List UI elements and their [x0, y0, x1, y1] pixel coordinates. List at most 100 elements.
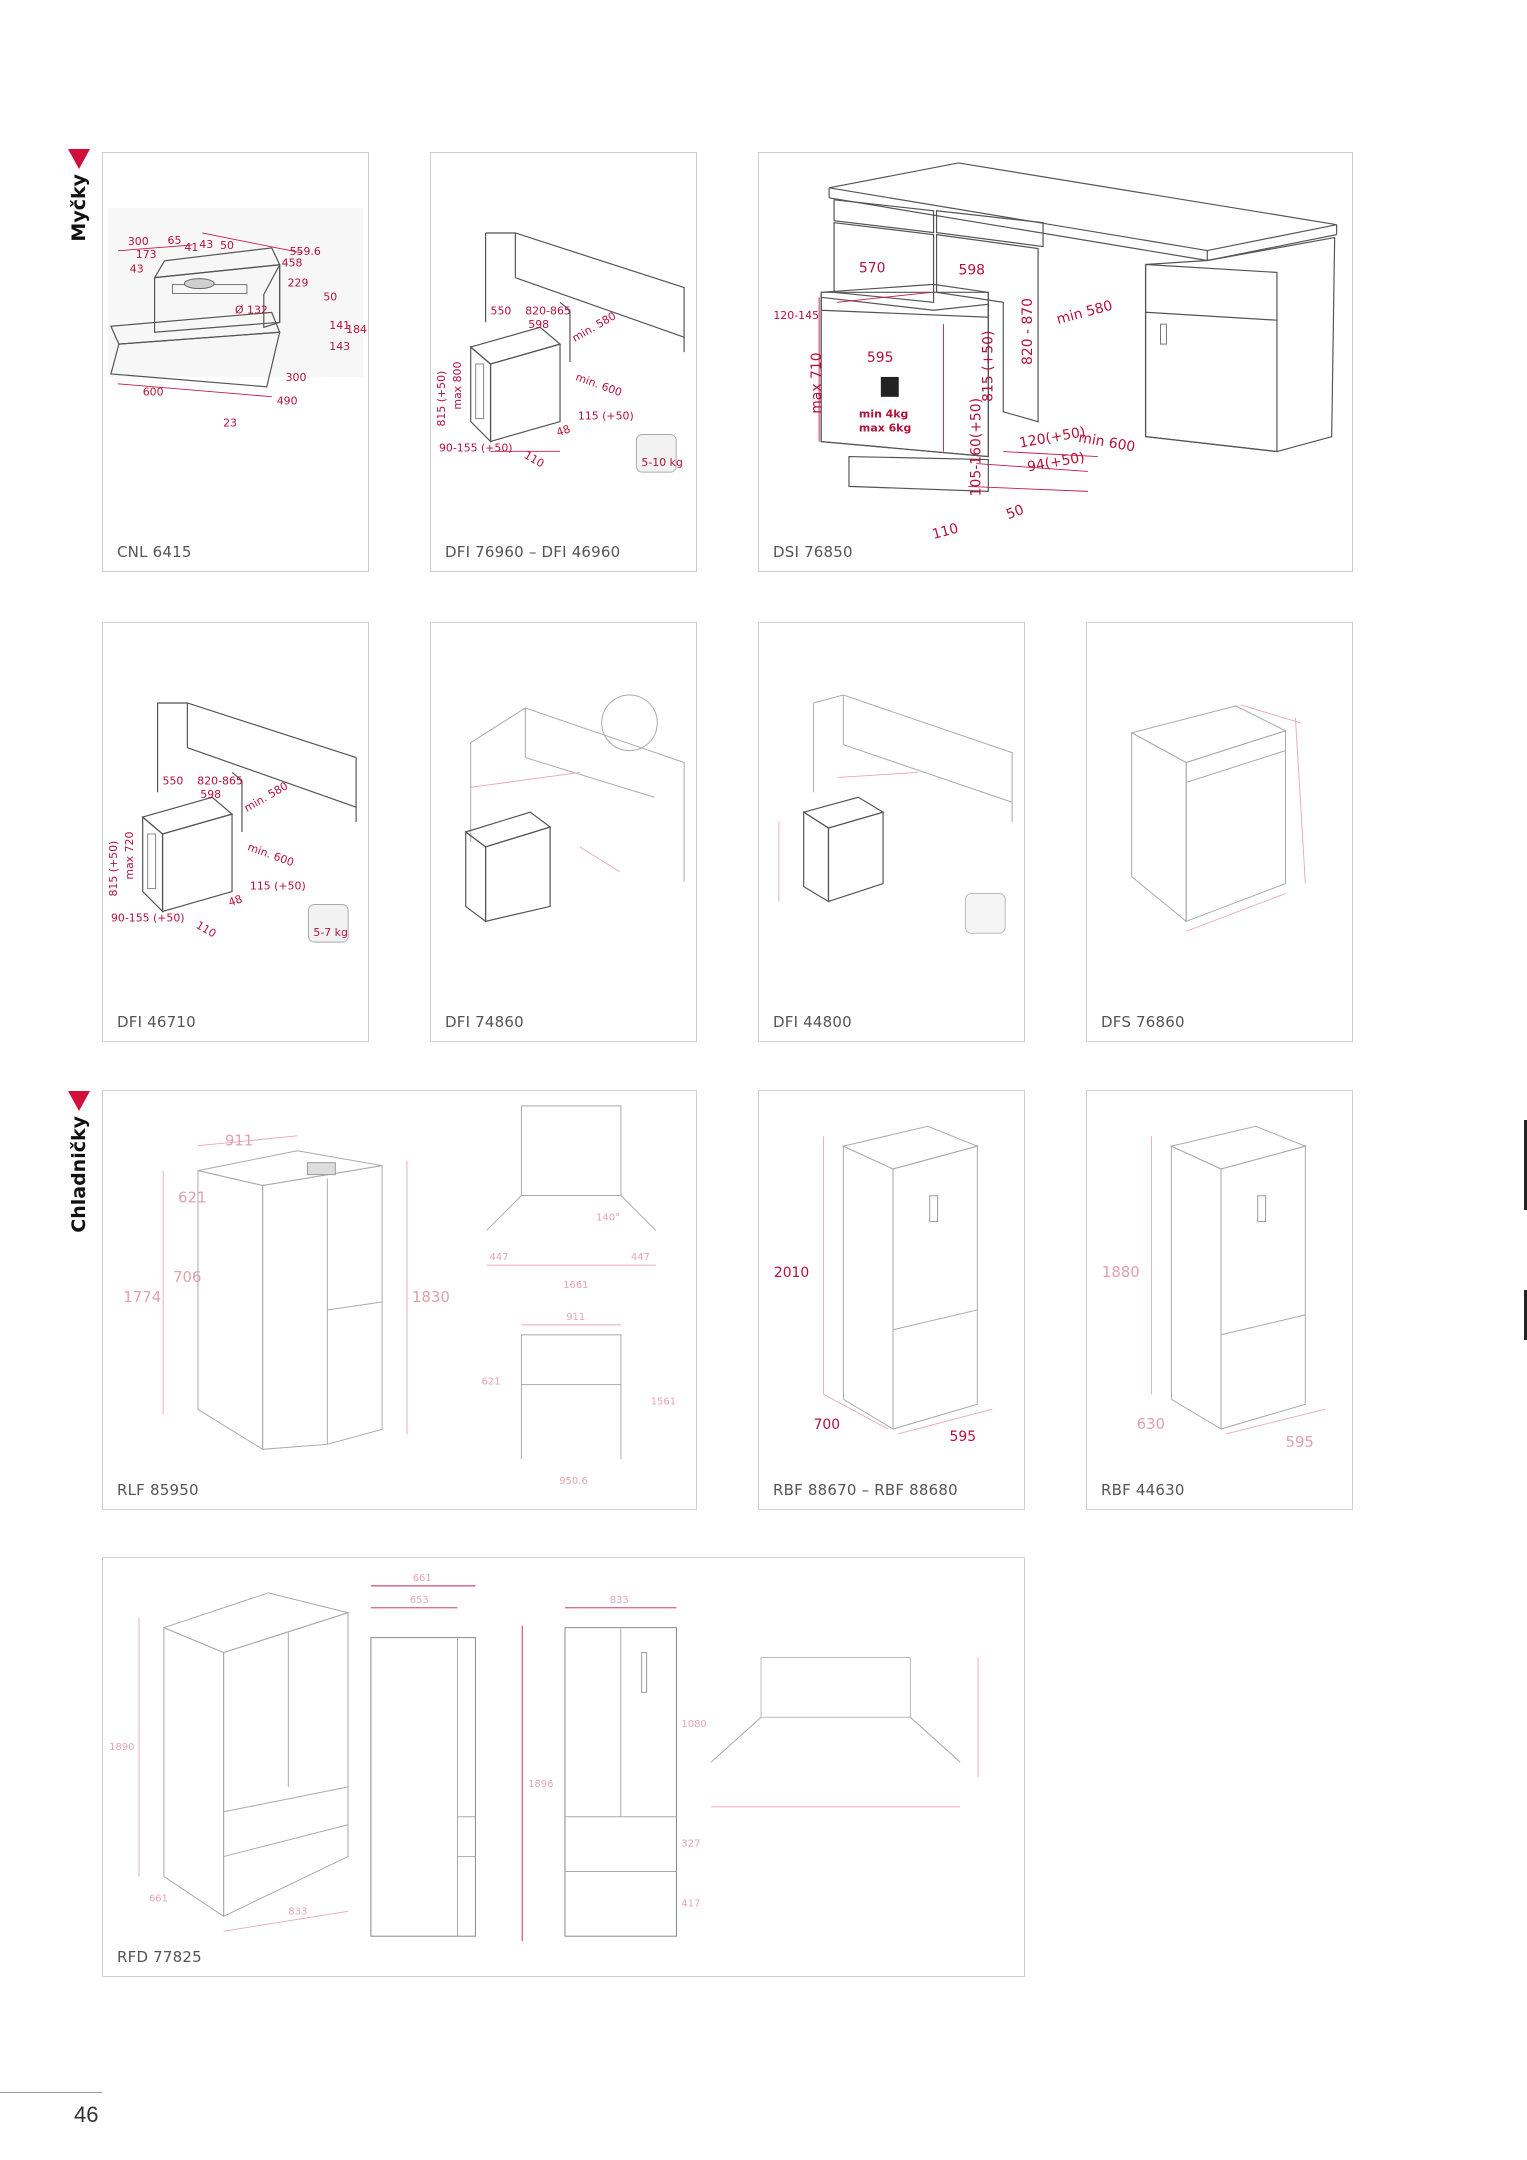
drawing-fridge-combi: 2010 700 595 — [774, 1125, 993, 1445]
dimension-label: 229 — [288, 277, 309, 290]
dimension-label: 950.6 — [559, 1476, 587, 1487]
dimension-label: 300 — [128, 235, 149, 248]
dimension-label: 911 — [225, 1132, 253, 1150]
product-model-label: DFI 44800 — [773, 1013, 852, 1031]
dimension-label: 1896 — [528, 1779, 553, 1790]
dimension-label: 1661 — [563, 1280, 588, 1291]
dimension-label: 5-10 kg — [641, 456, 682, 469]
product-model-label: DFI 74860 — [445, 1013, 524, 1031]
dimension-label: 48 — [227, 892, 245, 909]
dimension-label: 621 — [482, 1377, 501, 1388]
drawing-side-by-side: 911 621 706 1774 1830 447 447 1661 140° … — [123, 1105, 676, 1487]
product-card-dsi76850: 570 598 120-145 595 max 710 815 (+50) 82… — [758, 152, 1353, 572]
dimension-label: 833 — [610, 1595, 629, 1606]
drawing-kitchen-unit: 570 598 120-145 595 max 710 815 (+50) 82… — [773, 162, 1338, 543]
dimension-label: 598 — [200, 788, 221, 801]
dimension-label: 661 — [149, 1893, 168, 1904]
dimension-label: 115 (+50) — [250, 880, 306, 893]
dimension-label: 621 — [178, 1188, 206, 1206]
section-fridges: Chladničky — [64, 1090, 94, 1233]
dimension-label: 595 — [1286, 1433, 1314, 1451]
dimension-label: 598 — [958, 262, 985, 278]
dimension-label: 600 — [143, 386, 164, 399]
dimension-label: 184 — [346, 323, 367, 336]
dimension-label: max 6kg — [859, 422, 911, 435]
dimension-label: 1774 — [123, 1288, 161, 1306]
product-model-label: CNL 6415 — [117, 543, 192, 561]
dimension-label: 115 (+50) — [578, 410, 634, 423]
page-number: 46 — [74, 2102, 99, 2127]
drawing-dishwasher-integrated: 550 820-865 598 min. 580 min. 600 815 (+… — [435, 232, 685, 473]
dimension-label: 300 — [286, 371, 307, 384]
dimension-label: 140° — [596, 1212, 620, 1223]
product-card-dfi44800: DFI 44800 — [758, 622, 1025, 1042]
dimension-label: 447 — [490, 1252, 509, 1263]
product-model-label: DFS 76860 — [1101, 1013, 1185, 1031]
dimension-label: 661 — [413, 1573, 432, 1584]
drawing-french-door: 1890 661 833 661 653 1896 833 1080 327 4… — [109, 1573, 979, 1942]
product-model-label: RBF 88670 – RBF 88680 — [773, 1481, 958, 1499]
drawing-fridge-combi: 1880 630 595 — [1102, 1125, 1326, 1451]
section-title: Myčky — [68, 174, 90, 242]
product-card-rbf88670: 2010 700 595 RBF 88670 – RBF 88680 — [758, 1090, 1025, 1510]
product-model-label: RFD 77825 — [117, 1948, 202, 1966]
edge-index-mark — [1524, 1290, 1527, 1340]
dimension-label: max 800 — [451, 362, 464, 410]
dimension-label: 653 — [410, 1595, 429, 1606]
product-card-cnl6415: 300 65 41 43 50 559.6 458 173 43 229 50 … — [102, 152, 369, 572]
dimension-label: 50 — [1004, 502, 1026, 523]
dimension-label: 815 (+50) — [980, 331, 996, 402]
dimension-label: 820 - 870 — [1020, 298, 1036, 365]
dimension-label: 90-155 (+50) — [111, 911, 185, 924]
product-card-dfi74860: DFI 74860 — [430, 622, 697, 1042]
product-model-label: DFI 76960 – DFI 46960 — [445, 543, 621, 561]
page-rule — [0, 2092, 102, 2093]
dimension-label: 550 — [491, 304, 512, 317]
dimension-label: 815 (+50) — [435, 371, 448, 427]
dimension-label: 815 (+50) — [107, 841, 120, 897]
dimension-label: min. 600 — [246, 840, 296, 869]
dimension-label: 595 — [867, 350, 894, 366]
dimension-label: 110 — [194, 919, 219, 941]
product-card-rbf44630: 1880 630 595 RBF 44630 — [1086, 1090, 1353, 1510]
dimension-label: 559.6 — [290, 245, 321, 258]
dimension-label: 5-7 kg — [313, 926, 348, 939]
dimension-label: 120(+50) — [1018, 424, 1087, 451]
dimension-label: 911 — [566, 1312, 585, 1323]
dimension-label: 706 — [173, 1268, 201, 1286]
drawing-hood: 300 65 41 43 50 559.6 458 173 43 229 50 … — [107, 208, 367, 430]
product-model-label: RBF 44630 — [1101, 1481, 1185, 1499]
dimension-label: 1890 — [109, 1742, 134, 1753]
dimension-label: 1080 — [681, 1719, 706, 1730]
section-arrow-icon — [68, 149, 90, 169]
dimension-label: 41 — [184, 241, 198, 254]
dimension-label: 458 — [282, 257, 303, 270]
dimension-label: 598 — [528, 318, 549, 331]
dimension-label: 820-865 — [197, 774, 243, 787]
dimension-label: 630 — [1137, 1415, 1165, 1433]
dimension-label: 327 — [681, 1839, 700, 1850]
section-title: Chladničky — [68, 1116, 90, 1233]
dimension-label: Ø 132 — [235, 303, 268, 316]
product-card-dfi76960: 550 820-865 598 min. 580 min. 600 815 (+… — [430, 152, 697, 572]
dimension-label: 43 — [130, 263, 144, 276]
dimension-label: 110 — [522, 449, 547, 471]
dimension-label: min 580 — [1055, 298, 1114, 328]
dimension-label: 23 — [223, 417, 237, 430]
edge-index-mark — [1524, 1120, 1527, 1210]
dimension-label: 50 — [220, 239, 234, 252]
dimension-label: min. 580 — [242, 779, 290, 814]
dimension-label: max 710 — [809, 352, 825, 413]
dimension-label: 1561 — [651, 1397, 676, 1408]
dimension-label: 595 — [950, 1429, 976, 1445]
dimension-label: 110 — [930, 521, 960, 543]
section-dishwashers: Myčky — [64, 148, 94, 242]
product-model-label: RLF 85950 — [117, 1481, 199, 1499]
dimension-label: 2010 — [774, 1265, 809, 1281]
dimension-label: 65 — [168, 234, 182, 247]
product-model-label: DSI 76850 — [773, 543, 853, 561]
dimension-label: min. 580 — [570, 309, 618, 344]
dimension-label: 417 — [681, 1898, 700, 1909]
dimension-label: 141 — [329, 319, 350, 332]
dimension-label: min. 600 — [574, 370, 624, 399]
